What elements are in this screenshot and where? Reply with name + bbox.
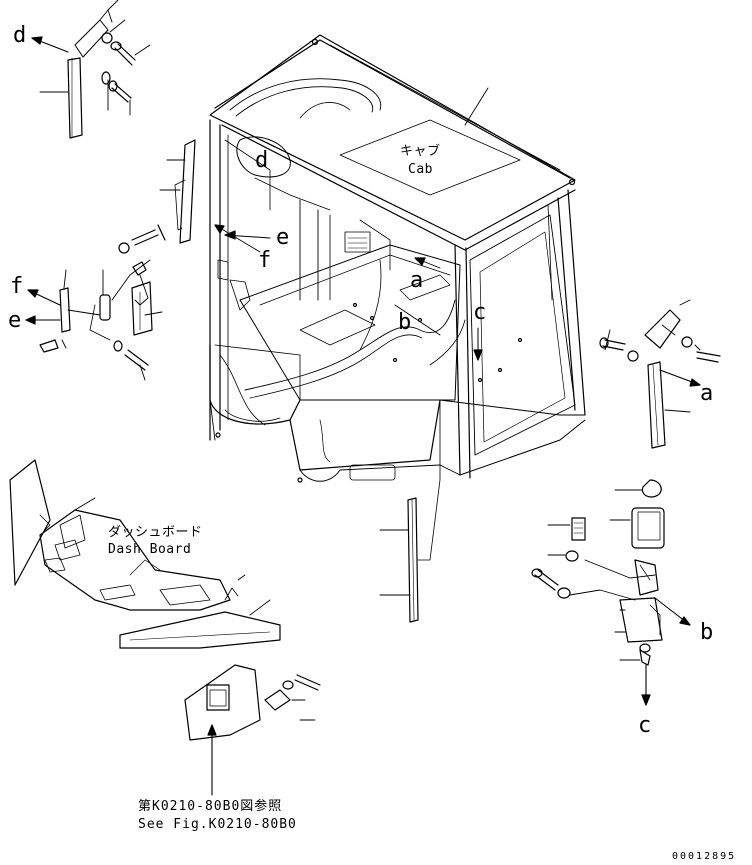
callout-d-window: d: [255, 148, 269, 173]
bottom-cover-panel: [185, 665, 320, 740]
callout-e-main: e: [276, 225, 290, 250]
left-bracket-parts: [40, 225, 165, 380]
dash-board-label-en: Dash Board: [108, 542, 192, 557]
dash-board-label-jp: ダッシュボード: [108, 525, 203, 540]
top-left-parts: [40, 0, 150, 138]
lower-right-parts: [532, 480, 664, 665]
callout-e-left: e: [8, 308, 22, 333]
callout-a-right: a: [700, 381, 714, 406]
callout-d-top: d: [13, 23, 27, 48]
see-fig-label-en: See Fig.K0210-80B0: [138, 817, 297, 832]
callout-b-right: b: [700, 620, 714, 645]
callout-f-left: f: [10, 274, 24, 299]
cab-label-jp: キャブ: [400, 144, 441, 159]
callout-c-bottom: c: [638, 713, 652, 738]
callout-a-main: a: [410, 268, 424, 293]
see-fig-label-jp: 第K0210-80B0図参照: [138, 799, 283, 814]
dash-board-assembly: [10, 460, 280, 648]
callout-f-main: f: [258, 248, 272, 273]
window-strip: [160, 140, 195, 243]
callout-b-main: b: [398, 310, 412, 335]
callout-c-main: c: [473, 300, 487, 325]
cab-assembly: [210, 35, 585, 482]
center-long-strip: [380, 400, 440, 622]
right-bracket-parts: [600, 300, 720, 448]
part-code: 00012895: [672, 851, 737, 862]
cab-label-en: Cab: [408, 162, 433, 177]
